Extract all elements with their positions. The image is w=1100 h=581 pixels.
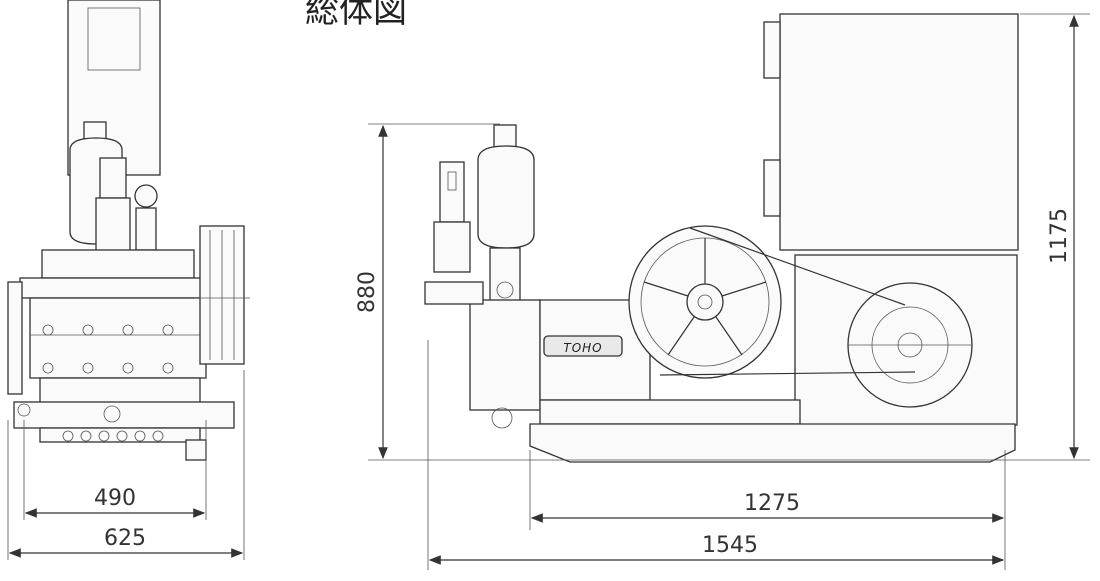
front-dimensions: 490 625 (7, 370, 245, 560)
dim-1175: 1175 (1047, 208, 1072, 264)
dim-1275: 1275 (744, 491, 800, 516)
side-view: TOHO (424, 13, 1019, 463)
side-dimensions: 880 1175 1275 1545 (355, 13, 1090, 570)
dim-880: 880 (355, 271, 380, 313)
front-bolts (42, 324, 174, 374)
front-view (7, 0, 250, 461)
bottom-nuts (62, 430, 164, 442)
dim-625: 625 (104, 526, 146, 551)
drawing-title: 総体図 (305, 0, 407, 31)
dim-1545: 1545 (702, 533, 758, 558)
dim-490: 490 (94, 486, 136, 511)
brand-logo: TOHO (563, 341, 602, 355)
